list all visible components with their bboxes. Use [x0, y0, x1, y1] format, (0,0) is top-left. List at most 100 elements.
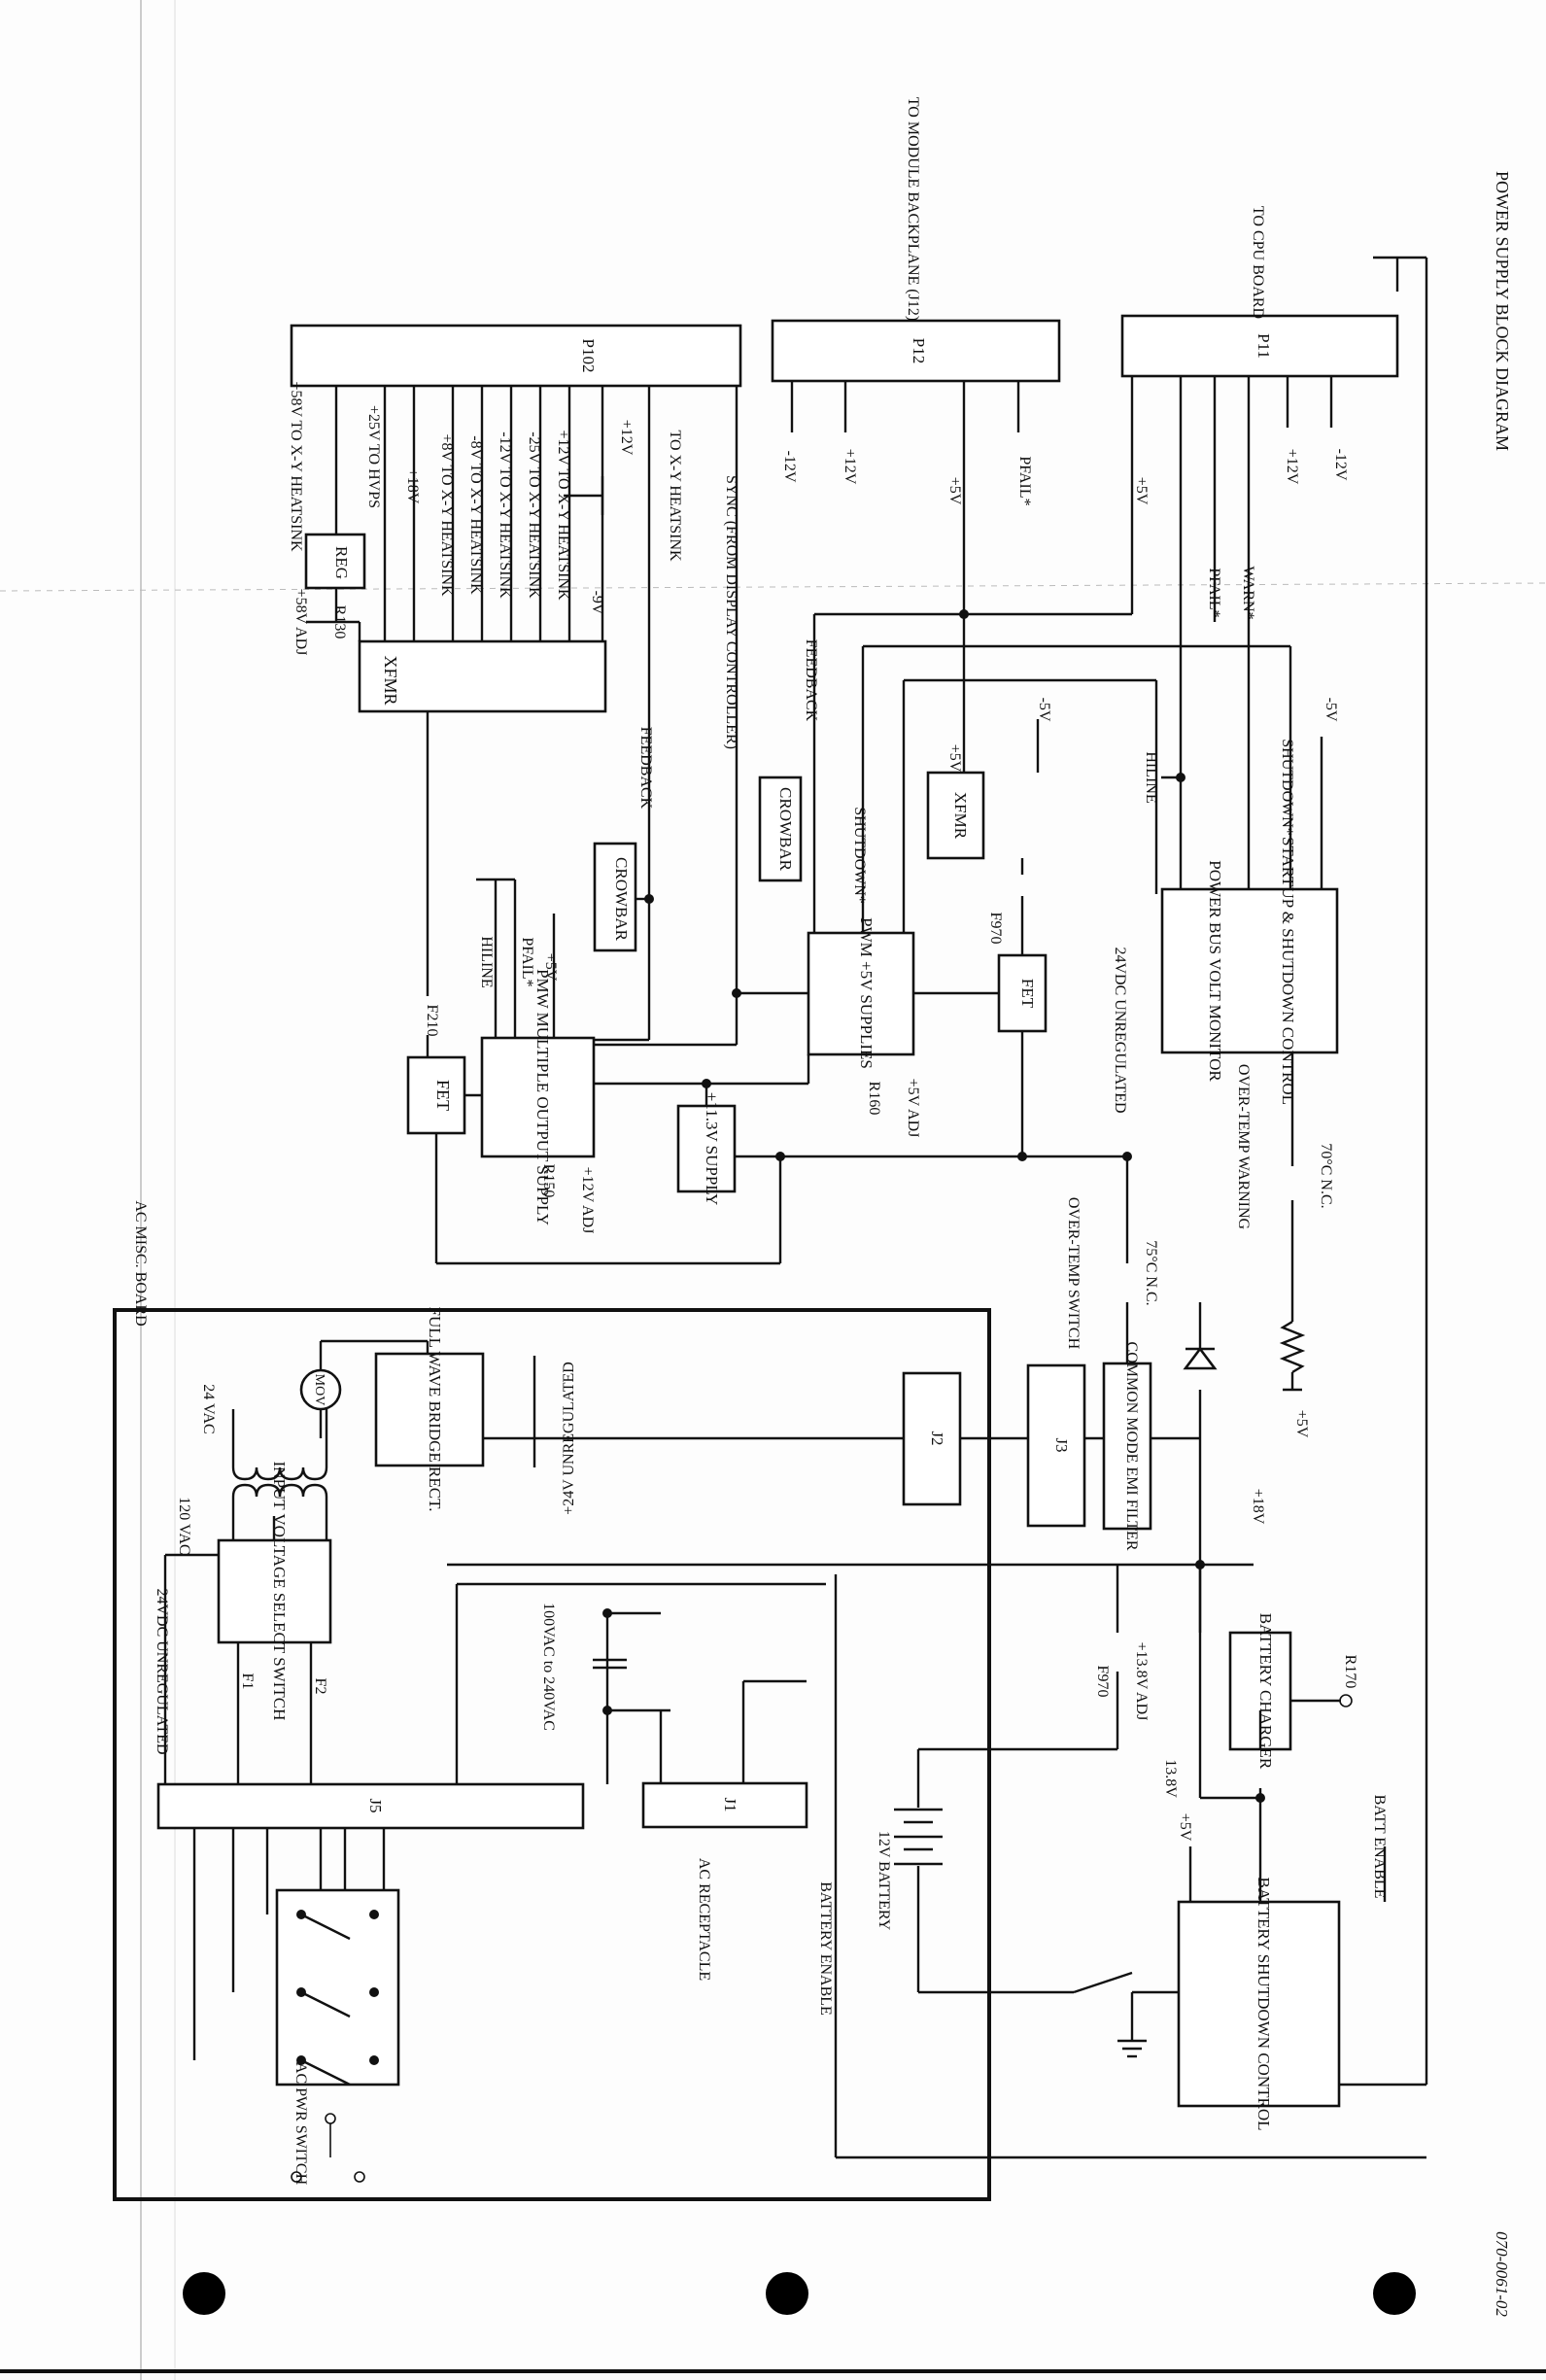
f970a-label: F970	[987, 913, 1004, 945]
xfmr2-label: XFMR	[951, 792, 970, 840]
p58-heatsink-label: +58V TO X-Y HEATSINK	[288, 381, 304, 552]
reg-label: REG	[332, 546, 351, 579]
j1-label: J1	[721, 1797, 739, 1811]
p12v-p11-label: +12V	[1284, 449, 1300, 485]
r130-label: R130	[331, 605, 348, 639]
feedback2-label: FEEDBACK	[803, 639, 819, 722]
m12v-p11-label: -12V	[1332, 449, 1349, 481]
vac-range-label: 100VAC to 240VAC	[540, 1603, 557, 1731]
crowbar2-box: CROWBAR	[758, 776, 803, 882]
m12v-p12-label: -12V	[781, 451, 798, 483]
overtemp-warn-label: OVER-TEMP WARNING	[1235, 1064, 1252, 1230]
pfail-p12-label: PFAIL*	[1016, 456, 1033, 505]
ac-misc-label: AC MISC. BOARD	[132, 1200, 149, 1326]
f1-label: F1	[239, 1673, 256, 1690]
m25-xy-label: -25V TO X-Y HEATSINK	[526, 431, 542, 599]
p102-label: P102	[579, 339, 598, 373]
to-xy-label: TO X-Y HEATSINK	[667, 430, 683, 562]
fet1-label: FET	[433, 1080, 453, 1111]
shutdown1-label: SHUTDOWN*	[851, 807, 868, 904]
doc-number: 070-0061-02	[1493, 2231, 1511, 2317]
supply-113-box: +11.3V SUPPLY	[676, 1092, 737, 1206]
bridge-label: FULL WAVE BRIDGE RECT.	[426, 1307, 444, 1512]
batt12-label: 12V BATTERY	[876, 1831, 892, 1931]
m12-xy-label: -12V TO X-Y HEATSINK	[497, 431, 513, 599]
pfail-a-label: PFAIL*	[519, 937, 535, 986]
xfmr2-box: XFMR	[926, 771, 985, 860]
crowbar1-label: CROWBAR	[612, 857, 631, 942]
p12-label: P12	[910, 338, 928, 363]
p11-connector: P11	[1120, 314, 1399, 378]
p5v-d-label: +5V	[1177, 1813, 1193, 1842]
r170-label: R170	[1342, 1655, 1358, 1689]
r160-label: R160	[866, 1082, 882, 1116]
labels: POWER SUPPLY BLOCK DIAGRAM 070-0061-02 T…	[132, 97, 1512, 2318]
p5v-c-label: +5V	[1293, 1410, 1310, 1438]
startup-label: STARTUP & SHUTDOWN CONTROL	[1279, 837, 1297, 1105]
emi-label: COMMON MODE EMI FILTER	[1123, 1342, 1140, 1551]
p11-label: P11	[1254, 333, 1273, 359]
to-cpu-label: TO CPU BOARD	[1250, 206, 1266, 319]
m8-xy-label: -8V TO X-Y HEATSINK	[467, 435, 484, 595]
feedback1-label: FEEDBACK	[637, 727, 654, 810]
ac-pwr-switch-box	[275, 1888, 400, 2087]
fet1-box: FET	[406, 1055, 466, 1135]
crowbar2-label: CROWBAR	[776, 787, 795, 872]
batt-ctrl-box: BATTERY SHUTDOWN CONTROL	[1177, 1878, 1341, 2131]
temp70-label: 70°C N.C.	[1318, 1143, 1334, 1208]
batt-enable2-label: BATT ENABLE	[1371, 1795, 1388, 1899]
v138-label: 13.8V	[1162, 1759, 1179, 1798]
p12v-p12-label: +12V	[842, 449, 858, 485]
p18v-b-label: +18V	[1250, 1489, 1266, 1525]
j1-box: J1	[641, 1781, 808, 1829]
pwm5-box: PWM +5V SUPPLIES	[807, 917, 915, 1069]
ac-misc-board	[113, 1308, 991, 2201]
unreg24b-label: 24VDC UNREGULATED	[154, 1588, 170, 1754]
vac24-label: 24 VAC	[200, 1384, 217, 1433]
f2-label: F2	[312, 1678, 328, 1695]
hiline1-label: HILINE	[478, 936, 495, 987]
monitor-box: POWER BUS VOLT MONITOR STARTUP & SHUTDOW…	[1160, 837, 1339, 1105]
batt-enable1-label: BATTERY ENABLE	[817, 1881, 834, 2016]
shutdown2-label: SHUTDOWN*	[1279, 739, 1295, 836]
p5v-p11-label: +5V	[1133, 477, 1150, 505]
supply-113-label: +11.3V SUPPLY	[703, 1092, 721, 1206]
sync-label: SYNC (FROM DISPLAY CONTROLLER)	[723, 475, 739, 749]
mov-label: MOV	[312, 1374, 326, 1406]
m5v-c-label: -5V	[1323, 698, 1339, 722]
p12-adj-label: +12V ADJ	[579, 1167, 596, 1234]
crowbar1-box: CROWBAR	[593, 842, 637, 952]
overtemp-sw-label: OVER-TEMP SWITCH	[1065, 1197, 1082, 1350]
p24-unreg-label: +24V UNREGULATED	[561, 1362, 577, 1515]
warn-label: WARN*	[1240, 566, 1256, 619]
j3-box: J3	[1026, 1363, 1086, 1528]
scan-line	[0, 582, 1546, 592]
mov-element: MOV	[299, 1368, 342, 1411]
monitor-label: POWER BUS VOLT MONITOR	[1206, 860, 1224, 1082]
xfmr1-label: XFMR	[381, 655, 400, 705]
j2-box: J2	[902, 1371, 962, 1506]
p5v-b-label: +5V	[946, 744, 963, 773]
pfail-b-label: PFAIL*	[1206, 568, 1222, 617]
r150-label: R150	[540, 1164, 557, 1198]
p25-hvps-label: +25V TO HVPS	[365, 405, 382, 508]
p102-connector: P102	[290, 324, 742, 388]
wiring	[163, 256, 1428, 2183]
hiline2-label: HILINE	[1143, 751, 1159, 803]
m9v-label: -9V	[589, 591, 605, 615]
j5-box: J5	[156, 1782, 585, 1830]
binder-hole	[183, 2272, 225, 2315]
pmw-label: PMW MULTIPLE OUTPUT SUPPLY	[533, 969, 552, 1225]
batt-ctrl-label: BATTERY SHUTDOWN CONTROL	[1254, 1878, 1273, 2131]
input-switch-label: INPUT VOLTAGE SELECT SWITCH	[270, 1462, 289, 1721]
p5v-p12-label: +5V	[946, 477, 963, 505]
p58-adj-label: +58V ADJ	[292, 589, 309, 656]
j2-label: J2	[928, 1431, 946, 1445]
fet2-label: FET	[1018, 979, 1037, 1009]
j5-label: J5	[366, 1798, 385, 1812]
bridge-box: FULL WAVE BRIDGE RECT.	[374, 1307, 485, 1512]
f210-label: F210	[424, 1005, 440, 1037]
binder-hole	[1373, 2272, 1416, 2315]
